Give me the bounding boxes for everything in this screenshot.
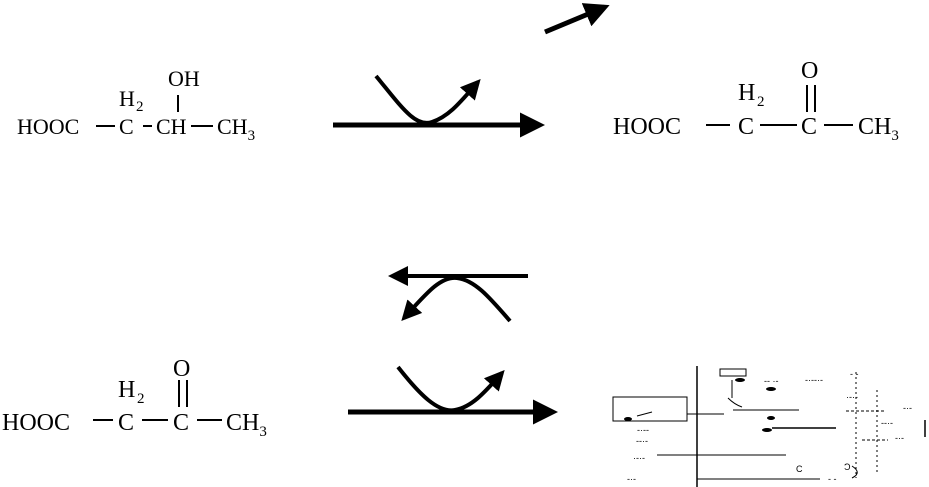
top-reactant-ch2-h-sub: 2 (136, 99, 144, 115)
fragment-label: ·-·- (846, 392, 858, 402)
bottom-reactant-ch3: CH3 (226, 410, 267, 440)
bottom-reactant-hooc: HOOC (2, 410, 70, 436)
fragment-label: --·- (636, 436, 648, 446)
fragment-label: -·-- (637, 425, 649, 435)
top-reaction-arrow (333, 74, 545, 138)
top-product-oxygen: O (801, 58, 818, 84)
bottom-reactant-ch2-carbon: C (118, 410, 134, 436)
fragment-label: ·-·- (633, 453, 645, 463)
top-product-ch3: CH3 (858, 114, 899, 144)
top-reactant-ch3: CH3 (217, 114, 255, 144)
fragment-label: C (796, 464, 803, 474)
top-reactant-ch2-h: H (119, 86, 135, 111)
top-product-ch2-h: H (738, 80, 755, 106)
middle-reverse-arrow (388, 266, 528, 323)
top-reactant-hooc: HOOC (17, 114, 79, 139)
bottom-reactant-oxygen: O (173, 356, 190, 382)
top-product-molecule: HOOC C H 2 C O CH3 (613, 58, 899, 144)
top-reactant-molecule: HOOC C H 2 CH OH CH3 (17, 66, 255, 144)
top-right-arrow (544, 3, 610, 35)
garbled-structure-fragment: -- ·- -·--·- - - -·-- --·- ·-·- -·- C Ɔ … (612, 366, 926, 487)
top-product-carbonyl-carbon: C (801, 114, 817, 140)
fragment-label: -·- (903, 403, 912, 413)
fragment-label: --·- (881, 418, 893, 428)
top-reactant-ch: CH (156, 114, 187, 139)
fragment-label: - - (828, 474, 837, 484)
fragment-label: Ɔ (844, 462, 851, 472)
top-reactant-oh: OH (168, 66, 200, 91)
top-product-ch2-h-sub: 2 (757, 94, 765, 110)
bottom-reactant-carbonyl-carbon: C (173, 410, 189, 436)
bottom-reactant-ch2-h: H (118, 377, 135, 403)
top-product-ch2-carbon: C (738, 114, 754, 140)
top-reactant-ch2-carbon: C (119, 114, 134, 139)
bottom-reactant-ch2-h-sub: 2 (137, 391, 145, 407)
fragment-label: -·- (627, 474, 636, 484)
bottom-reaction-arrow (348, 365, 558, 425)
fragment-label: - - (850, 369, 859, 379)
fragment-label: -·--·- (805, 375, 823, 385)
bottom-reactant-molecule: HOOC C H 2 C O CH3 (2, 356, 267, 440)
fragment-label: -- ·- (764, 376, 779, 386)
fragment-label: -·- (895, 433, 904, 443)
top-product-hooc: HOOC (613, 114, 681, 140)
